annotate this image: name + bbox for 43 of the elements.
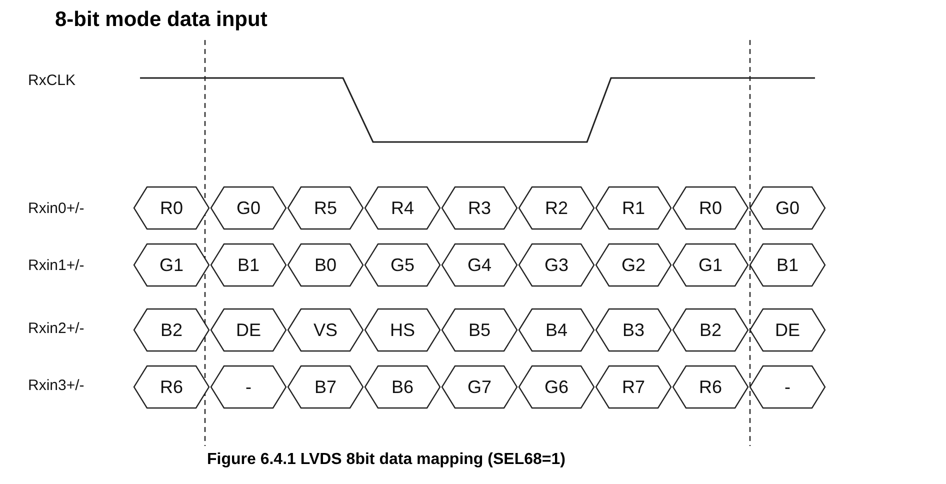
data-slot-hexagon: G1 bbox=[672, 243, 749, 287]
data-slot-hexagon: R0 bbox=[672, 186, 749, 230]
signal-name: Rxin2+/- bbox=[28, 320, 84, 337]
data-slot-hexagon: DE bbox=[210, 308, 287, 352]
data-slot-hexagon: G3 bbox=[518, 243, 595, 287]
data-slot-hexagon: R6 bbox=[133, 365, 210, 409]
data-slot-hexagon: B3 bbox=[595, 308, 672, 352]
signal-name: Rxin1+/- bbox=[28, 257, 84, 274]
data-slot-hexagon: R6 bbox=[672, 365, 749, 409]
data-slot-hexagon: R0 bbox=[133, 186, 210, 230]
data-slot-hexagon: B4 bbox=[518, 308, 595, 352]
data-slot-hexagon: G7 bbox=[441, 365, 518, 409]
data-slot-hexagon: R5 bbox=[287, 186, 364, 230]
data-slot-hexagon: G2 bbox=[595, 243, 672, 287]
signal-name: Rxin0+/- bbox=[28, 200, 84, 217]
data-slot-hexagon: B5 bbox=[441, 308, 518, 352]
data-slot-hexagon: G0 bbox=[749, 186, 826, 230]
data-slot-hexagon: - bbox=[210, 365, 287, 409]
signal-name: Rxin3+/- bbox=[28, 377, 84, 394]
data-slot-hexagon: B2 bbox=[672, 308, 749, 352]
data-slot-hexagon: - bbox=[749, 365, 826, 409]
data-slot-hexagon: R7 bbox=[595, 365, 672, 409]
data-slot-hexagon: VS bbox=[287, 308, 364, 352]
data-slot-hexagon: B1 bbox=[210, 243, 287, 287]
data-slot-hexagon: G4 bbox=[441, 243, 518, 287]
data-slot-hexagon: B6 bbox=[364, 365, 441, 409]
data-slot-hexagon: R1 bbox=[595, 186, 672, 230]
data-slot-hexagon: R4 bbox=[364, 186, 441, 230]
data-slot-hexagon: HS bbox=[364, 308, 441, 352]
data-slot-hexagon: G0 bbox=[210, 186, 287, 230]
data-slot-hexagon: G1 bbox=[133, 243, 210, 287]
data-slot-hexagon: R2 bbox=[518, 186, 595, 230]
data-slot-hexagon: DE bbox=[749, 308, 826, 352]
signal-name: RxCLK bbox=[28, 72, 76, 89]
data-slot-hexagon: B0 bbox=[287, 243, 364, 287]
data-slot-hexagon: R3 bbox=[441, 186, 518, 230]
diagram-title: 8-bit mode data input bbox=[55, 8, 268, 32]
data-slot-hexagon: B7 bbox=[287, 365, 364, 409]
data-slot-hexagon: G6 bbox=[518, 365, 595, 409]
figure-caption: Figure 6.4.1 LVDS 8bit data mapping (SEL68=1) bbox=[207, 451, 566, 469]
data-slot-hexagon: B2 bbox=[133, 308, 210, 352]
data-slot-hexagon: G5 bbox=[364, 243, 441, 287]
data-slot-hexagon: B1 bbox=[749, 243, 826, 287]
